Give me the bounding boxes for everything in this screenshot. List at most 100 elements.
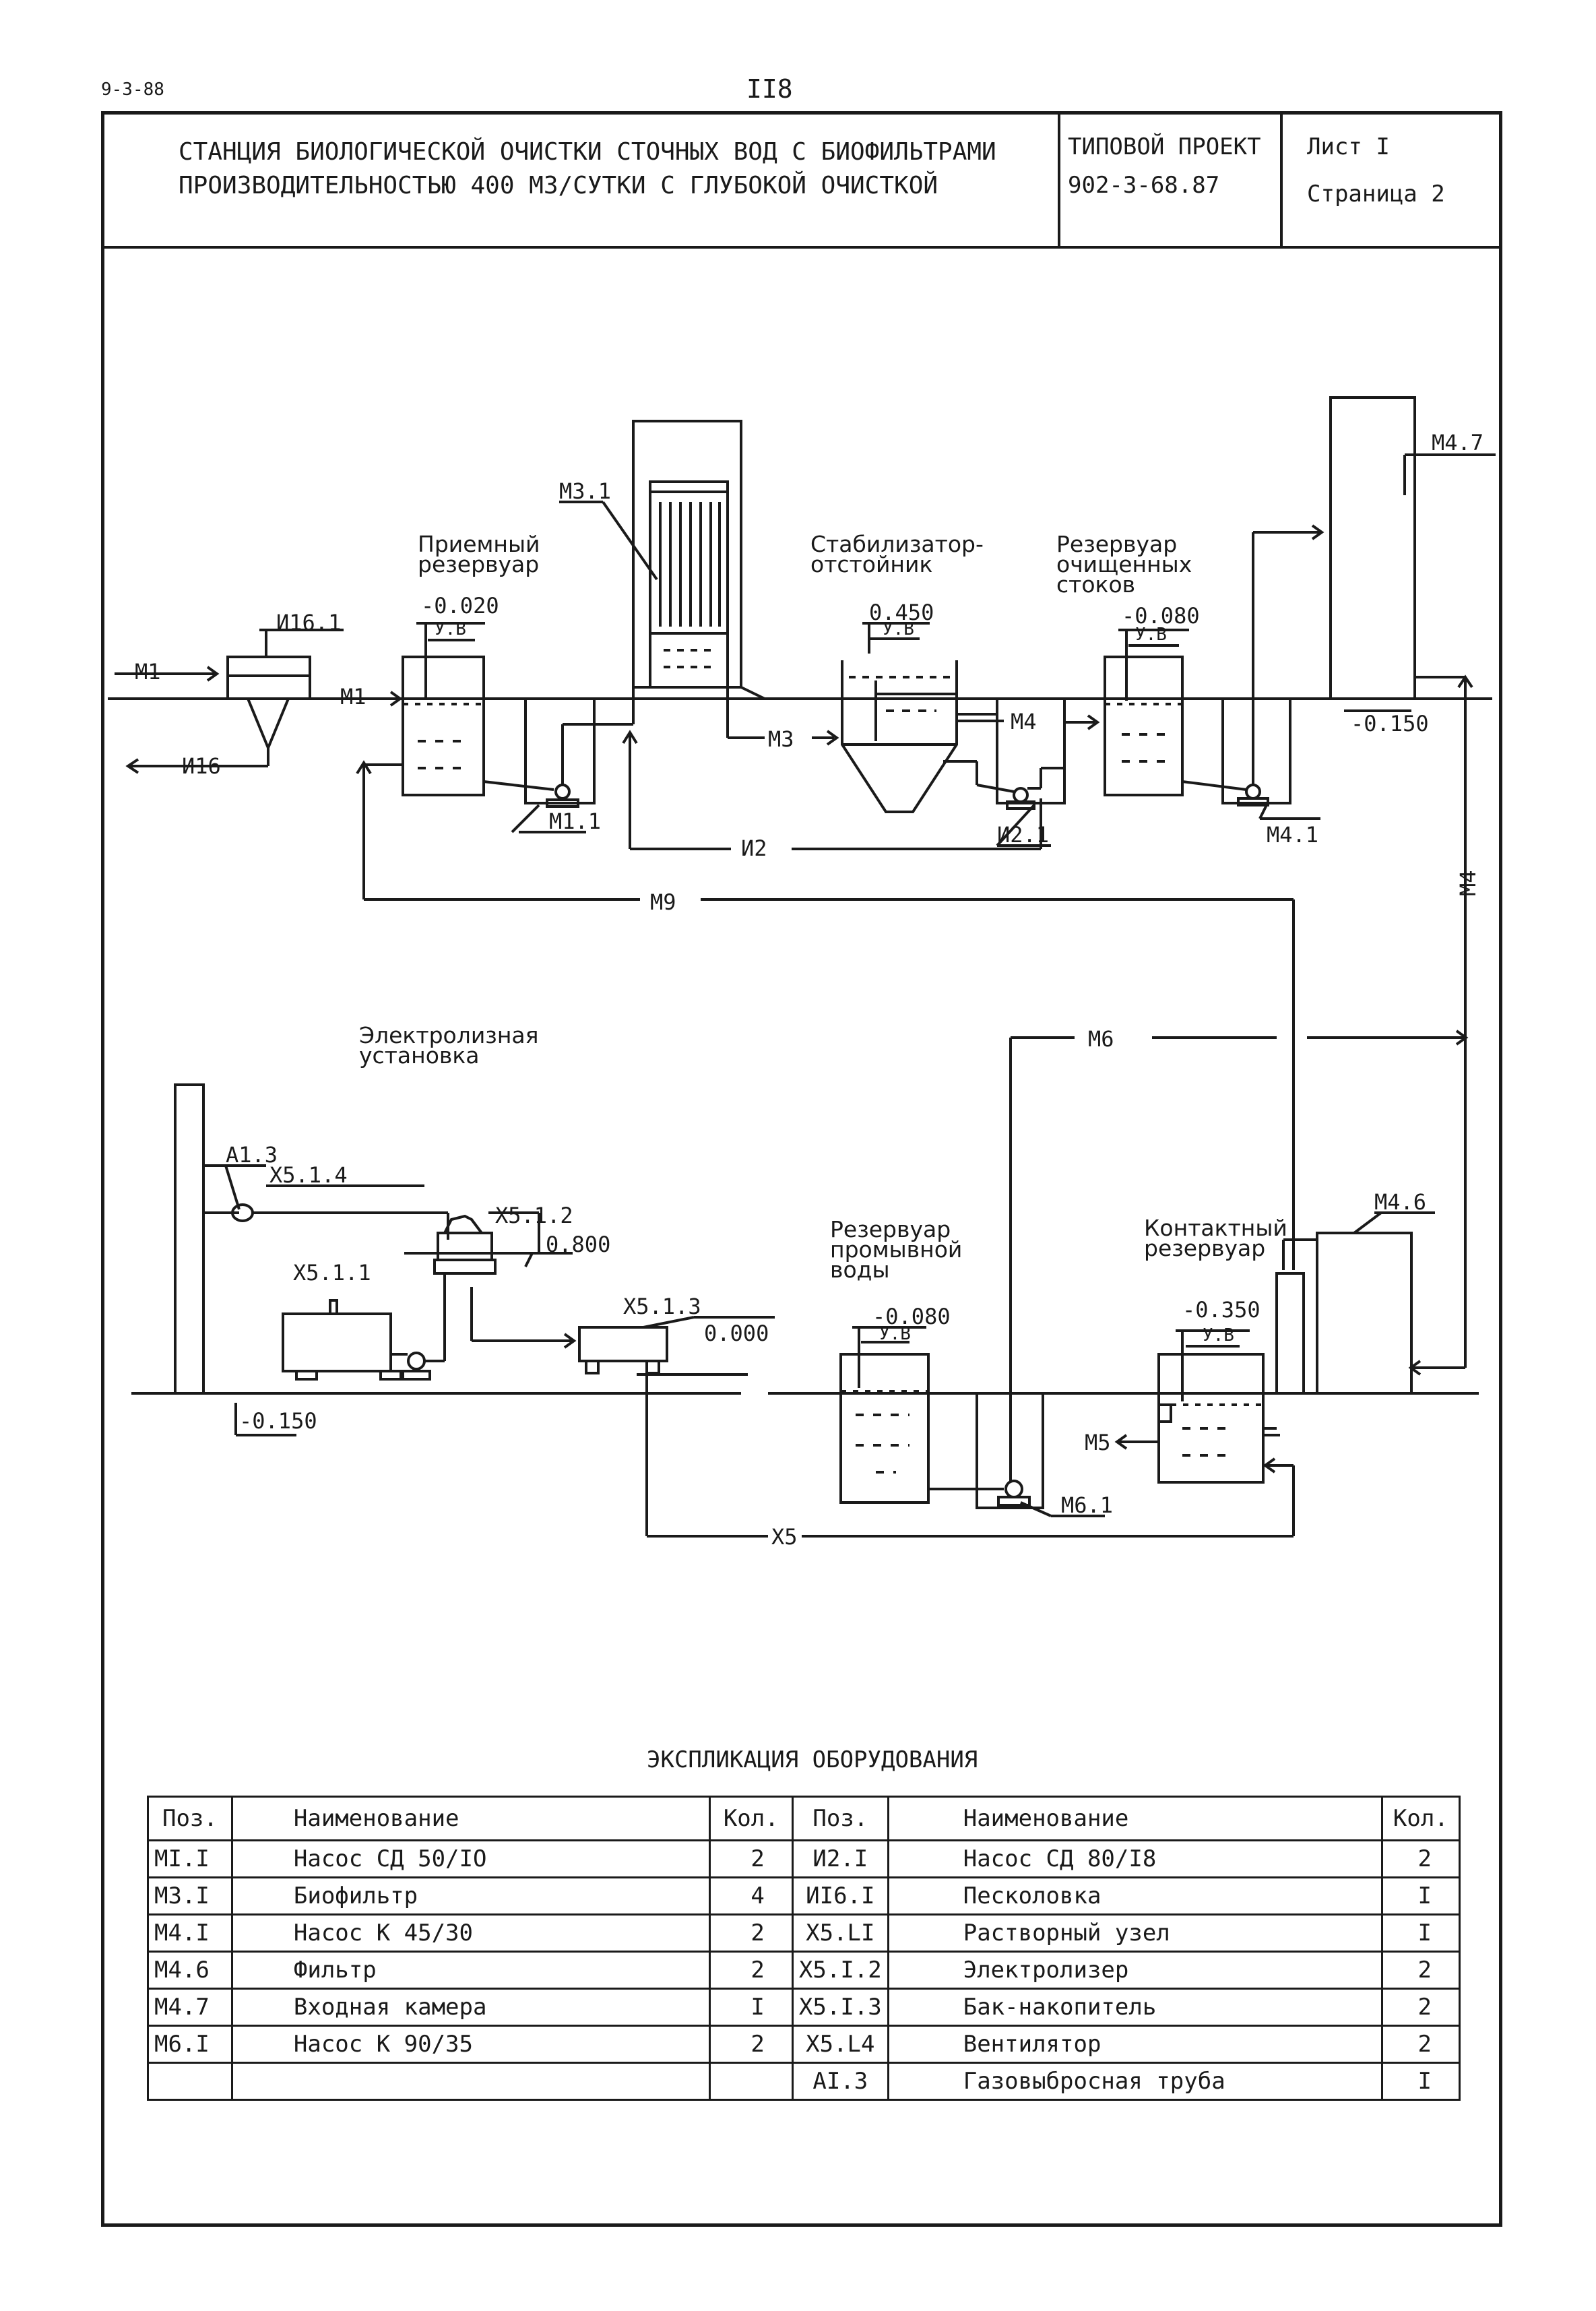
table-row: M4.7 Входная камера I X5.I.3 Бак-накопит… [147,1988,1461,2027]
cell-pos-2: И2.I [791,1839,889,1878]
tag-m4: М4 [1011,709,1037,734]
cell-pos: M4.I [147,1913,233,1953]
cell-name: Насос К 45/30 [230,1913,711,1953]
tag-m1-in: М1 [135,659,161,685]
cell-qty-2: 2 [1380,1951,1461,1990]
header-pos: Поз. [147,1796,233,1841]
level-800: 0.800 [546,1232,610,1257]
caption-receiving-tank: Приемный резервуар [418,531,540,577]
cell-name-2: Газовыбросная труба [887,2062,1383,2101]
line-m4 [957,714,1100,730]
table-row: MI.I Насос СД 50/IO 2 И2.I Насос СД 80/I… [147,1839,1461,1878]
cell-qty-2: 2 [1380,2025,1461,2064]
cell-qty-2: I [1380,2062,1461,2101]
tag-x5-1-3: Х5.1.3 [623,1294,701,1319]
tag-m1-1: М1.1 [549,809,601,834]
explication-table: Поз. Наименование Кол. Поз. Наименование… [147,1796,1461,2101]
table-row: M6.I Насос К 90/35 2 X5.L4 Вентилятор 2 [147,2025,1461,2064]
cell-pos: MI.I [147,1839,233,1878]
cell-pos: M4.6 [147,1951,233,1990]
level-000: 0.000 [704,1321,769,1346]
cell-qty-2: 2 [1380,1839,1461,1878]
level-wash-tank: -0.080 [872,1304,951,1329]
water-mark-stabilizer: У.В [883,619,914,639]
caption-wash-tank: Резервуар промывной воды [830,1216,963,1283]
explication-title: ЭКСПЛИКАЦИЯ ОБОРУДОВАНИЯ [647,1746,978,1773]
tag-a1-3: А1.3 [226,1142,278,1168]
cell-name: Насос К 90/35 [230,2025,711,2064]
sheet-label: Лист I [1307,133,1390,160]
project-label: ТИПОВОЙ ПРОЕКТ [1068,133,1261,160]
page-label: Страница 2 [1307,181,1445,208]
clean-water-tank [1104,629,1189,796]
sand-trap [115,629,344,774]
cell-pos-2: X5.L4 [791,2025,889,2064]
biofilter-tower [559,420,765,700]
caption-clean-tank: Резервуар очищенных стоков [1056,531,1192,598]
tag-i2-1: И2.1 [997,822,1049,848]
cell-qty [708,2062,794,2101]
storage-tank [578,1316,775,1374]
drawing-frame [101,111,1502,2227]
water-mark-contact-tank: У.В [1203,1325,1234,1346]
inlet-chamber [1329,396,1496,1368]
header-pos-2: Поз. [791,1796,889,1841]
header-name-2: Наименование [887,1796,1383,1841]
pump-pit-m6 [928,1392,1105,1517]
cell-name: Биофильтр [230,1876,711,1916]
level-stabilizer: 0.450 [869,600,934,625]
table-row: M4.I Насос К 45/30 2 X5.LI Растворный уз… [147,1913,1461,1953]
cell-qty-2: I [1380,1876,1461,1916]
tag-m6: М6 [1088,1026,1114,1052]
cell-name-2: Песколовка [887,1876,1383,1916]
tag-m3-1: М3.1 [559,478,611,504]
line-m3 [726,687,839,746]
cell-qty: 2 [708,1913,794,1953]
level-ground-left: -0.150 [239,1408,317,1434]
tag-m4-6: М4.6 [1374,1189,1426,1215]
cell-pos: M3.I [147,1876,233,1916]
tag-x5-1-2: Х5.1.2 [495,1203,573,1228]
cell-name-2: Растворный узел [887,1913,1383,1953]
level-m1: -0.020 [421,593,499,619]
line-m6 [1009,1030,1469,1482]
cell-name: Насос СД 50/IO [230,1839,711,1878]
cell-qty-2: 2 [1380,1988,1461,2027]
tag-m5: М5 [1085,1430,1111,1455]
water-mark-clean-tank: У.В [1135,625,1167,645]
cell-pos: M4.7 [147,1988,233,2027]
tag-x5-1-1: Х5.1.1 [293,1260,371,1286]
tag-m16: И16 [182,753,221,779]
filter-m4-6 [1275,1211,1465,1395]
cell-pos: M6.I [147,2025,233,2064]
cell-pos-2: X5.I.2 [791,1951,889,1990]
pump-pit-m1 [483,684,635,833]
table-row: M4.6 Фильтр 2 X5.I.2 Электролизер 2 [147,1951,1461,1990]
caption-stabilizer: Стабилизатор-отстойник [810,531,984,577]
level-contact-tank: -0.350 [1182,1297,1260,1323]
cell-qty: 2 [708,2025,794,2064]
pump-pit-m4 [1182,524,1324,820]
level-ground-right: -0.150 [1351,711,1429,736]
tag-m4-7: М4.7 [1432,430,1483,455]
cell-pos-2: X5.LI [791,1913,889,1953]
line-i2 [622,730,1042,850]
line-x5 [645,1368,1295,1538]
cell-pos-2: ИI6.I [791,1876,889,1916]
diagram-labels: М1 М1 И16.1 И16 М3.1 М3 М4 М1.1 И2 И2.1 … [135,430,1483,1550]
header-qty: Кол. [708,1796,794,1841]
cell-qty: 4 [708,1876,794,1916]
line-m9 [364,898,1295,1270]
cell-name-2: Бак-накопитель [887,1988,1383,2027]
level-clean-tank: -0.080 [1122,603,1200,629]
tag-x5-1-4: Х5.1.4 [269,1162,348,1188]
tag-m4-vertical: М4 [1455,870,1481,896]
electrolyzer [433,1211,577,1349]
tag-m9: М9 [650,889,676,915]
tag-m4-1: М4.1 [1267,822,1318,848]
header-divider [101,246,1502,249]
cell-qty: 2 [708,1839,794,1878]
table-header-row: Поз. Наименование Кол. Поз. Наименование… [147,1796,1461,1841]
receiving-tank [330,622,485,899]
